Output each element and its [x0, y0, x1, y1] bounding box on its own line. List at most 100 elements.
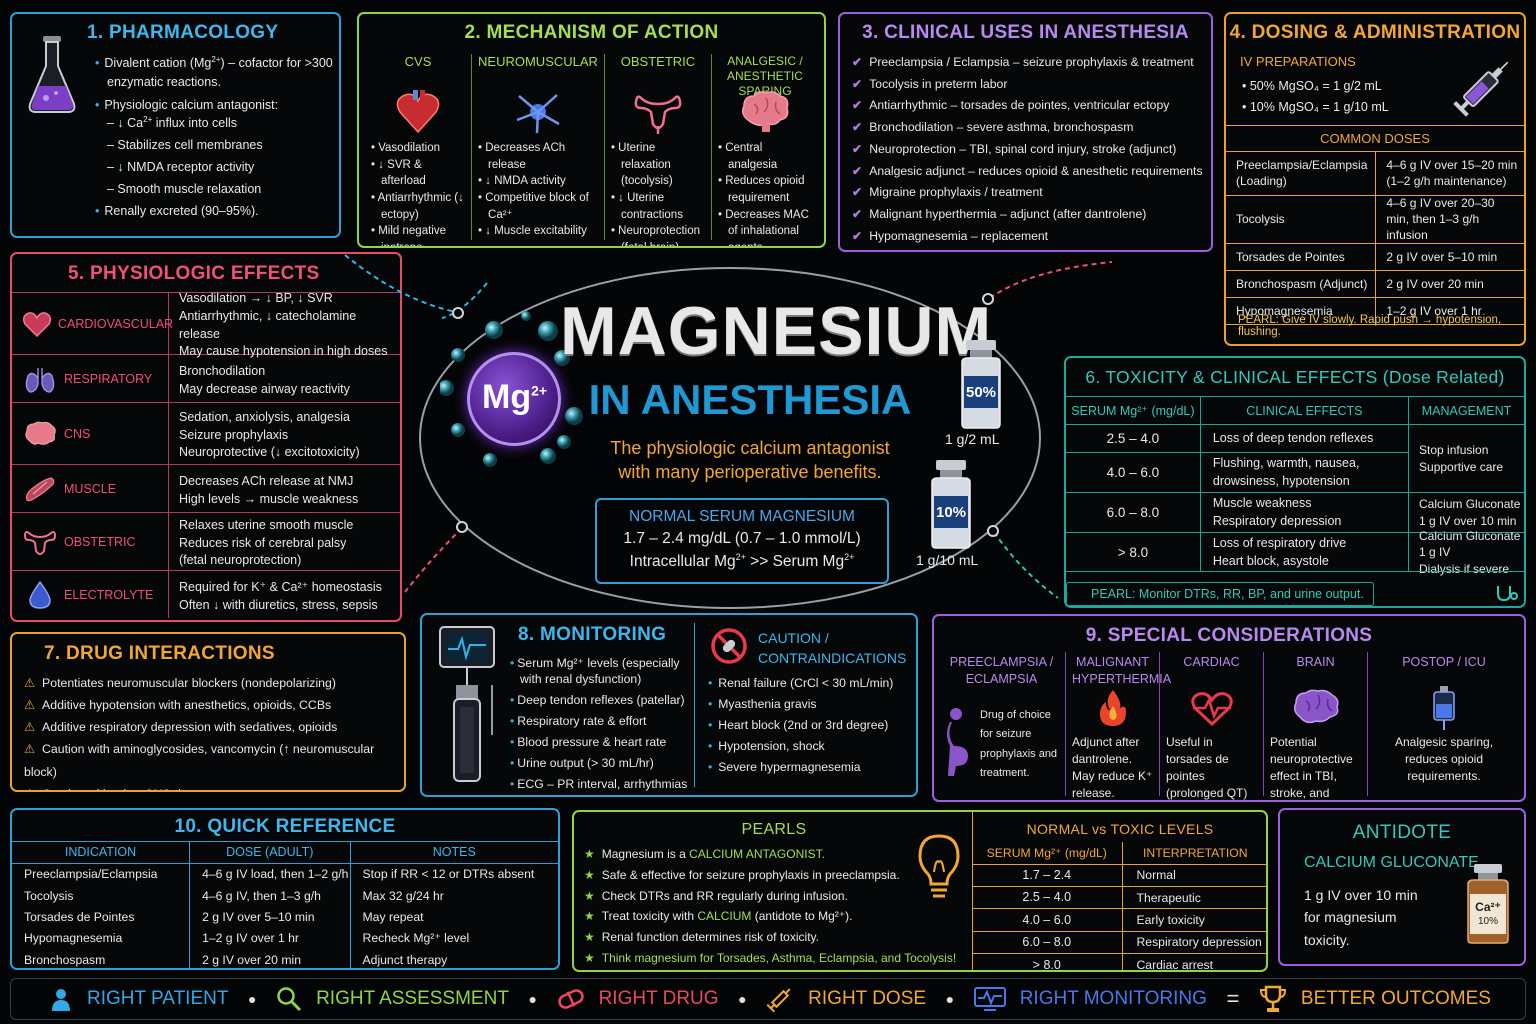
quick-reference-cell: Tocolysis [12, 884, 191, 907]
mechanism-item: • Competitive block of Ca²⁺ [478, 192, 589, 221]
monitoring-item: •Blood pressure & heart rate [510, 735, 667, 750]
physiologic-text-line: Neuroprotective (↓ excitotoxicity) [179, 445, 360, 460]
monitoring-item: •ECG – PR interval, arrhythmias [510, 777, 688, 792]
antidote-title: ANTIDOTE [1352, 822, 1452, 843]
quick-reference-cell: Preeclampsia/Eclampsia [12, 863, 191, 885]
contraindication-text: Severe hypermagnesemia [718, 760, 861, 775]
mechanism-list: • Vasodilation• ↓ SVR & afterload• Antia… [371, 140, 465, 246]
clinical-use-item: ✔Tocolysis in preterm labor [852, 76, 1008, 91]
monitoring-text: Deep tendon reflexes (patellar) [517, 693, 685, 708]
physiologic-label: RESPIRATORY [64, 371, 153, 386]
mechanism-item: • ↓ SVR & afterload [371, 158, 426, 188]
monitor-icon [438, 625, 496, 785]
mechanism-item: • ↓ Uterine contractions [610, 192, 683, 221]
heart-icon [371, 90, 465, 134]
monitoring-item: •Serum Mg²⁺ levels (especially with rena… [510, 656, 680, 687]
clinical-use-item: ✔Antiarrhythmic – torsades de pointes, v… [852, 98, 1170, 113]
footer-label: RIGHT PATIENT [87, 988, 229, 1009]
dosing-title: 4. DOSING & ADMINISTRATION [1229, 22, 1521, 43]
dose-value: 4–6 g IV over 20–30 min, then 1–3 g/h in… [1386, 196, 1495, 242]
mechanism-item: • Central analgesia [717, 142, 778, 171]
special-consideration-heading: BRAIN [1296, 655, 1335, 669]
physiologic-text-line: Vasodilation → ↓ BP, ↓ SVR [179, 291, 333, 305]
special-consideration-heading: CARDIAC [1183, 655, 1240, 669]
drug-interactions-title: 7. DRUG INTERACTIONS [44, 643, 275, 664]
toxicity-management-line: Calcium Gluconate [1419, 528, 1521, 543]
levels-interpretation: Normal [1136, 868, 1176, 883]
clinical-use-item: ✔Malignant hyperthermia – adjunct (after… [852, 207, 1147, 222]
clinical-use-item: ✔Bronchodilation – severe asthma, bronch… [852, 120, 1134, 135]
dosing-panel: 4. DOSING & ADMINISTRATION IV PREPARATIO… [1224, 12, 1526, 346]
clinical-use-item: ✔Migraine prophylaxis / treatment [852, 185, 1043, 200]
footer-better-outcomes: BETTER OUTCOMES [1259, 985, 1491, 1013]
physiologic-text-line: Decreases ACh release at NMJ [179, 473, 354, 488]
quick-reference-cell: 1–2 g IV over 1 hr [189, 927, 351, 950]
mechanism-item: • Neuroprotection (fetal brain) [610, 225, 700, 246]
toxicity-effect-line: Flushing, warmth, nausea, [1212, 456, 1360, 471]
common-doses-table: Preeclampsia/Eclampsia (Loading)4–6 g IV… [1226, 151, 1524, 329]
clinical-use-item: ✔Hypomagnesemia – replacement [852, 228, 1049, 243]
flame-icon [1072, 688, 1153, 728]
clinical-use-text: Neuroprotection – TBI, spinal cord injur… [869, 141, 1177, 156]
vial-50-dose: 1 g/2 mL [945, 431, 1000, 447]
monitoring-item: •Respiratory rate & effort [510, 714, 647, 729]
dose-indication: Torsades de Pointes [1226, 243, 1377, 271]
drug-interaction-text: Additive hypotension with anesthetics, o… [42, 698, 332, 713]
contraindication-item: •Severe hypermagnesemia [708, 760, 861, 775]
syringe-icon [1448, 52, 1518, 122]
quick-reference-cell: May repeat [362, 909, 424, 924]
brain-icon [22, 421, 58, 447]
footer-label: RIGHT DOSE [808, 988, 927, 1009]
footer-right-dose: RIGHT DOSE [766, 985, 926, 1013]
clinical-use-text: Antiarrhythmic – torsades de pointes, ve… [869, 98, 1170, 113]
mechanism-column-heading: OBSTETRIC [620, 54, 696, 69]
quick-reference-cell: Adjunct therapy [362, 952, 448, 967]
special-consideration-heading: MALIGNANT HYPERTHERMIA [1072, 655, 1172, 686]
bubbles-decoration [440, 311, 583, 467]
monitoring-text: Serum Mg²⁺ levels (especially with renal… [517, 656, 680, 687]
drug-interaction-item: ⚠Additive hypotension with anesthetics, … [24, 698, 332, 713]
iv-bag-icon [1374, 686, 1514, 730]
quick-reference-title: 10. QUICK REFERENCE [174, 816, 396, 837]
dose-indication: Hypomagnesemia [1226, 297, 1377, 325]
antidote-text-line: toxicity. [1304, 931, 1350, 948]
pearls-list: ★Magnesium is a CALCIUM ANTAGONIST. ★Saf… [584, 847, 957, 965]
pharmacology-list: •Divalent cation (Mg2+) – cofactor for >… [95, 55, 333, 218]
clinical-use-item: ✔Neuroprotection – TBI, spinal cord inju… [852, 141, 1177, 156]
trophy-icon [1259, 985, 1287, 1013]
separator-dot: ● [248, 991, 257, 1007]
mechanism-item: • ↓ NMDA activity [478, 175, 566, 188]
clinical-use-text: Bronchodilation – severe asthma, broncho… [869, 120, 1134, 135]
patient-icon [49, 987, 73, 1011]
monitoring-text: Urine output (> 30 mL/hr) [517, 756, 654, 771]
contraindication-item: •Heart block (2nd or 3rd degree) [708, 718, 889, 733]
dose-value: 2 g IV over 20 min [1386, 276, 1484, 291]
physiologic-effects-title: 5. PHYSIOLOGIC EFFECTS [68, 263, 320, 284]
pearls-panel: PEARLS ★Magnesium is a CALCIUM ANTAGONIS… [572, 810, 1268, 972]
mechanism-item: • Mild negative inotrope [371, 225, 446, 246]
physiologic-label: CARDIOVASCULAR [58, 316, 174, 331]
quick-reference-cell: 4–6 g IV load, then 1–2 g/h [189, 863, 351, 885]
iv-preparation-text: 50% MgSO₄ = 1 g/2 mL [1249, 79, 1382, 93]
monitoring-text: Respiratory rate & effort [517, 714, 647, 729]
heart-icon [22, 310, 52, 338]
toxicity-effect-line: Respiratory depression [1212, 513, 1342, 528]
special-considerations-title: 9. SPECIAL CONSIDERATIONS [1085, 625, 1373, 646]
mechanism-column-heading: NEUROMUSCULAR [478, 54, 598, 69]
dose-value: 2 g IV over 5–10 min [1386, 249, 1498, 264]
